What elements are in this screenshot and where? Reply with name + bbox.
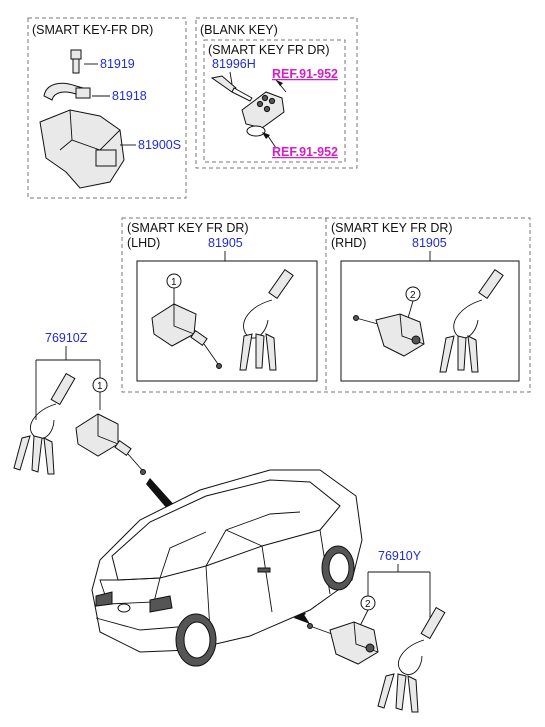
part-number-76910Z[interactable]: 76910Z [45, 331, 88, 345]
front-door-lock-cylinder[interactable] [75, 413, 146, 475]
lhd-callout: 1 [171, 277, 177, 288]
coin-battery[interactable] [246, 125, 266, 137]
front-door-lock-set: 76910Z 1 [13, 331, 146, 475]
blank-key-inner-frame [203, 39, 346, 163]
front-door-key-set[interactable] [13, 372, 76, 475]
lhd-door-lock-cylinder[interactable] [151, 303, 222, 369]
ref-arrow-icon [262, 132, 270, 139]
rhd-side: (RHD) [331, 236, 366, 250]
blank-key-subtitle: (SMART KEY FR DR) [208, 43, 330, 57]
part-number-81918[interactable]: 81918 [112, 89, 147, 103]
ignition-pin-part[interactable] [70, 49, 82, 74]
part-number-81905-lhd[interactable]: 81905 [208, 236, 243, 250]
rhd-detail-box [340, 260, 520, 382]
lhd-title: (SMART KEY FR DR) [127, 221, 249, 235]
ref-arrow-icon [276, 80, 283, 86]
blank-key-outer-frame [195, 17, 358, 169]
lhd-detail-box [136, 260, 318, 382]
ignition-lock-body[interactable] [39, 109, 125, 189]
rhd-title: (SMART KEY FR DR) [331, 221, 453, 235]
rear-door-key-set[interactable] [377, 606, 446, 713]
blank-key-group: (BLANK KEY) (SMART KEY FR DR) 81996H REF… [195, 17, 358, 169]
front-door-callout: 1 [97, 381, 103, 392]
part-number-81900S[interactable]: 81900S [138, 138, 181, 152]
ref-link-fob[interactable]: REF.91-952 [272, 67, 338, 81]
rhd-callout: 2 [410, 290, 416, 301]
rear-door-callout: 2 [365, 599, 371, 610]
part-number-76910Y[interactable]: 76910Y [378, 549, 422, 563]
smart-key-door-groups: (SMART KEY FR DR) (LHD) 81905 1 (SMART K… [121, 217, 531, 393]
part-number-81905-rhd[interactable]: 81905 [412, 236, 447, 250]
rear-door-lock-set: 76910Y 2 [307, 549, 446, 713]
part-number-81919[interactable]: 81919 [100, 57, 135, 71]
door-handle [257, 567, 271, 573]
lhd-key-set[interactable] [239, 268, 294, 371]
blank-key-blade[interactable] [210, 75, 253, 102]
lhd-side: (LHD) [127, 236, 160, 250]
ref-link-battery[interactable]: REF.91-952 [272, 145, 338, 159]
ignition-group: (SMART KEY-FR DR) 81919 81918 81900S [27, 17, 187, 199]
vehicle-illustration [91, 469, 363, 667]
smart-key-fob[interactable] [241, 91, 285, 129]
rhd-key-set[interactable] [439, 268, 504, 373]
ignition-clamp-part[interactable] [43, 82, 91, 101]
rear-door-lock-cylinder[interactable] [307, 621, 379, 665]
blank-key-title: (BLANK KEY) [200, 23, 278, 37]
ignition-group-frame [27, 17, 187, 199]
ignition-group-title: (SMART KEY-FR DR) [32, 23, 153, 37]
rhd-door-lock-cylinder[interactable] [353, 313, 425, 357]
part-number-81996H[interactable]: 81996H [212, 57, 256, 71]
